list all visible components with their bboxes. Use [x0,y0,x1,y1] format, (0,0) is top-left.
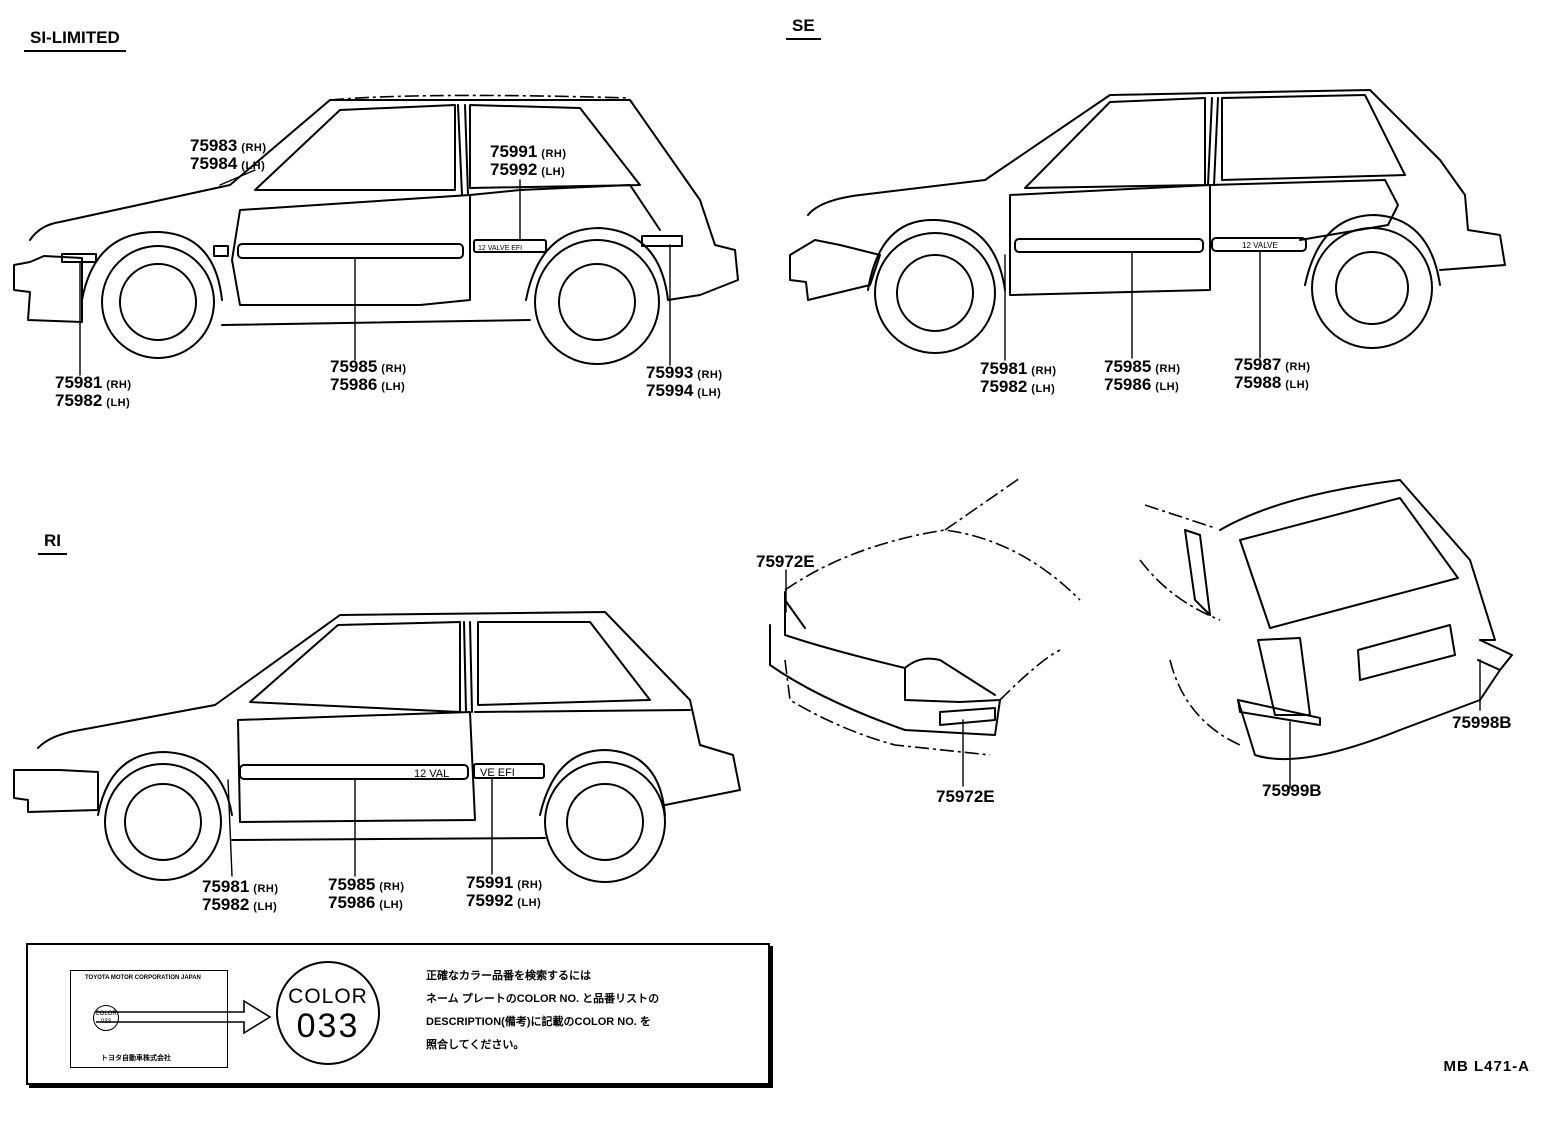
se-car: 12 VALVE [789,89,1506,361]
part-number: 75982 [55,391,103,410]
side-tag: (LH) [517,897,542,909]
ri-car: 12 VAL VE EFI [13,611,741,883]
part-label: 75992(LH) [466,892,541,912]
side-tag: (LH) [1031,383,1056,395]
side-tag: (RH) [517,879,543,891]
part-number: 75998B [1452,713,1512,732]
ri-badge-a: 12 VAL [414,768,449,780]
part-label: 75981(RH) [980,360,1057,380]
part-label: 75982(LH) [980,378,1055,398]
side-tag: (LH) [1285,379,1310,391]
side-tag: (LH) [241,160,266,172]
color-number: 033 [296,1007,360,1045]
part-label: 75991(RH) [466,874,543,894]
side-tag: (RH) [1155,363,1181,375]
note-line: DESCRIPTION(備考)に記載のCOLOR NO. を [426,1016,651,1028]
part-label: 75986(LH) [330,376,405,396]
figure-code: MB L471-A [1443,1058,1530,1075]
side-tag: (RH) [106,379,132,391]
part-label: 75986(LH) [1104,376,1179,396]
arrow-icon [96,999,272,1035]
part-number: 75999B [1262,781,1322,800]
part-label: 75982(LH) [55,392,130,412]
part-label: 75983(RH) [190,137,267,157]
side-tag: (RH) [697,369,723,381]
si-badge-text: 12 VALVE EFI [478,245,522,252]
part-label: 75982(LH) [202,896,277,916]
side-tag: (LH) [379,899,404,911]
side-tag: (RH) [241,142,267,154]
part-number: 75986 [1104,375,1152,394]
side-tag: (LH) [697,387,722,399]
part-number: 75984 [190,154,238,173]
side-tag: (LH) [106,397,131,409]
section-title-ri: RI [44,531,61,555]
part-number: 75994 [646,381,694,400]
part-label: 75981(RH) [202,878,279,898]
part-number: 75986 [330,375,378,394]
color-number-circle: COLOR 033 [276,961,380,1065]
si-limited-car: 12 VALVE EFI [13,94,739,376]
part-number: 75987 [1234,355,1282,374]
side-tag: (RH) [253,883,279,895]
front-detail [769,477,1081,787]
part-number: 75988 [1234,373,1282,392]
note-line: 照合してください。 [426,1039,525,1051]
part-label: 75987(RH) [1234,356,1311,376]
part-number: 75983 [190,136,238,155]
side-tag: (RH) [1031,365,1057,377]
color-word: COLOR [288,985,368,1008]
note-line: 正確なカラー品番を検索するには [426,970,591,982]
plate-color-word: COLOR [95,1011,117,1017]
part-number: 75982 [980,377,1028,396]
part-number: 75985 [1104,357,1152,376]
part-number: 75981 [202,877,250,896]
part-number: 75981 [55,373,103,392]
side-tag: (RH) [379,881,405,893]
part-label: 75991(RH) [490,143,567,163]
part-number: 75985 [330,357,378,376]
part-number: 75981 [980,359,1028,378]
section-title-se: SE [792,16,815,40]
plate-maker-text: TOYOTA MOTOR CORPORATION JAPAN [85,975,201,981]
side-tag: (LH) [1155,381,1180,393]
part-number: 75972E [936,787,995,806]
part-number: 75992 [490,160,538,179]
side-tag: (LH) [253,901,278,913]
part-number: 75992 [466,891,514,910]
se-badge-text: 12 VALVE [1242,241,1278,250]
part-label: 75985(RH) [1104,358,1181,378]
side-tag: (RH) [381,363,407,375]
side-tag: (RH) [541,148,567,160]
part-label: 75985(RH) [330,358,407,378]
part-label: 75994(LH) [646,382,721,402]
note-line: ネーム プレートのCOLOR NO. と品番リストの [426,993,660,1005]
part-number: 75991 [490,142,538,161]
part-label: 75985(RH) [328,876,405,896]
part-number: 75986 [328,893,376,912]
part-label: 75986(LH) [328,894,403,914]
part-label: 75992(LH) [490,161,565,181]
section-title-si-limited: SI-LIMITED [30,28,120,52]
plate-company-text: トヨタ自動車株式会社 [101,1055,171,1062]
side-tag: (RH) [1285,361,1311,373]
side-tag: (LH) [381,381,406,393]
color-note-text: 正確なカラー品番を検索するには ネーム プレートのCOLOR NO. と品番リス… [426,965,756,1057]
rear-detail [1139,479,1513,789]
part-number: 75985 [328,875,376,894]
part-number: 75991 [466,873,514,892]
part-label: 75993(RH) [646,364,723,384]
side-tag: (LH) [541,166,566,178]
part-label: 75988(LH) [1234,374,1309,394]
part-label: 75981(RH) [55,374,132,394]
part-number: 75972E [756,552,815,571]
part-label: 75984(LH) [190,155,265,175]
part-number: 75982 [202,895,250,914]
color-note-box: TOYOTA MOTOR CORPORATION JAPAN COLOR 033… [26,943,770,1085]
ri-badge-b: VE EFI [480,767,515,779]
part-number: 75993 [646,363,694,382]
